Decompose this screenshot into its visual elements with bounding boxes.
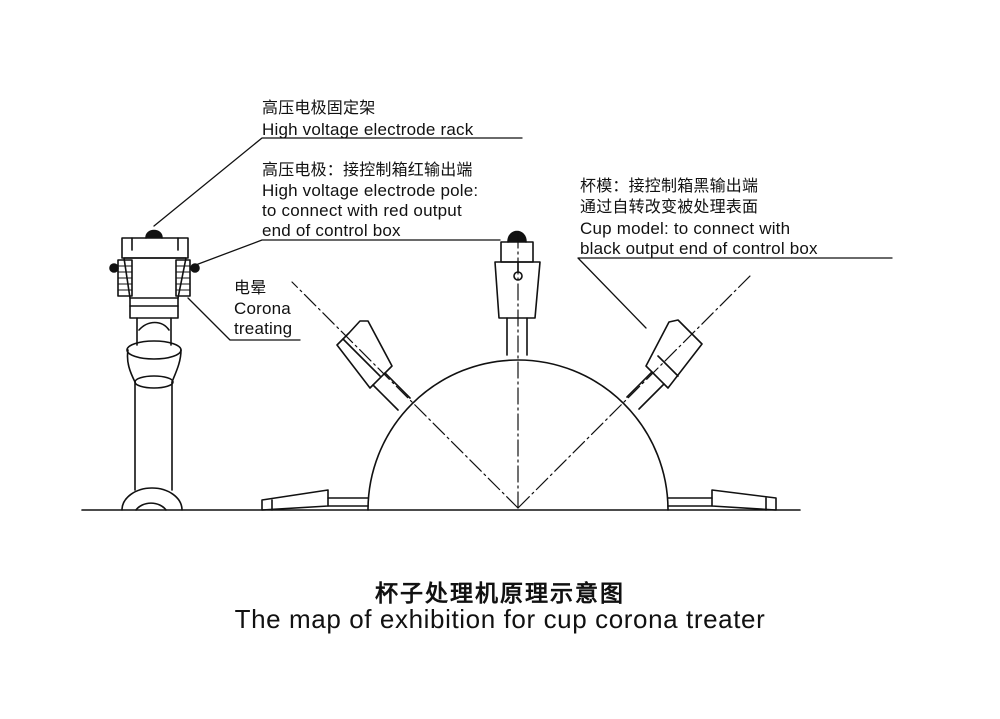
leader-lines xyxy=(153,137,893,341)
cup-holder-flat-right xyxy=(667,489,777,511)
pole-label-en-2: to connect with red output xyxy=(262,201,462,220)
cup-holder-flat-left xyxy=(261,489,369,511)
corona-label-en-2: treating xyxy=(234,319,293,338)
rack-label-en: High voltage electrode rack xyxy=(262,120,474,139)
electrode-rack xyxy=(109,229,200,319)
axis-lines xyxy=(291,231,753,509)
rotating-drum xyxy=(367,359,669,511)
pole-label-en-3: end of control box xyxy=(262,221,401,240)
diagram-title-zh: 杯子处理机原理示意图 xyxy=(375,581,625,607)
cup-model-label-zh-1: 杯模：接控制箱黑输出端 xyxy=(580,176,759,195)
pole-label-zh: 高压电极：接控制箱红输出端 xyxy=(262,160,473,179)
pole-label-en-1: High voltage electrode pole: xyxy=(262,181,479,200)
rack-label-zh: 高压电极固定架 xyxy=(262,98,376,117)
cup-model-label-zh-2: 通过自转改变被处理表面 xyxy=(580,197,759,216)
center-electrode-pole xyxy=(494,230,541,356)
corona-label-zh: 电晕 xyxy=(234,278,267,297)
electrode-stand xyxy=(121,317,183,511)
cup-model-label-en-1: Cup model: to connect with xyxy=(580,219,791,238)
corona-label-en-1: Corona xyxy=(234,299,291,318)
cup-holder-right xyxy=(626,319,703,410)
cup-model-label-en-2: black output end of control box xyxy=(580,239,818,258)
cup-holder-left xyxy=(336,320,411,411)
diagram-title-en: The map of exhibition for cup corona tre… xyxy=(234,604,766,634)
